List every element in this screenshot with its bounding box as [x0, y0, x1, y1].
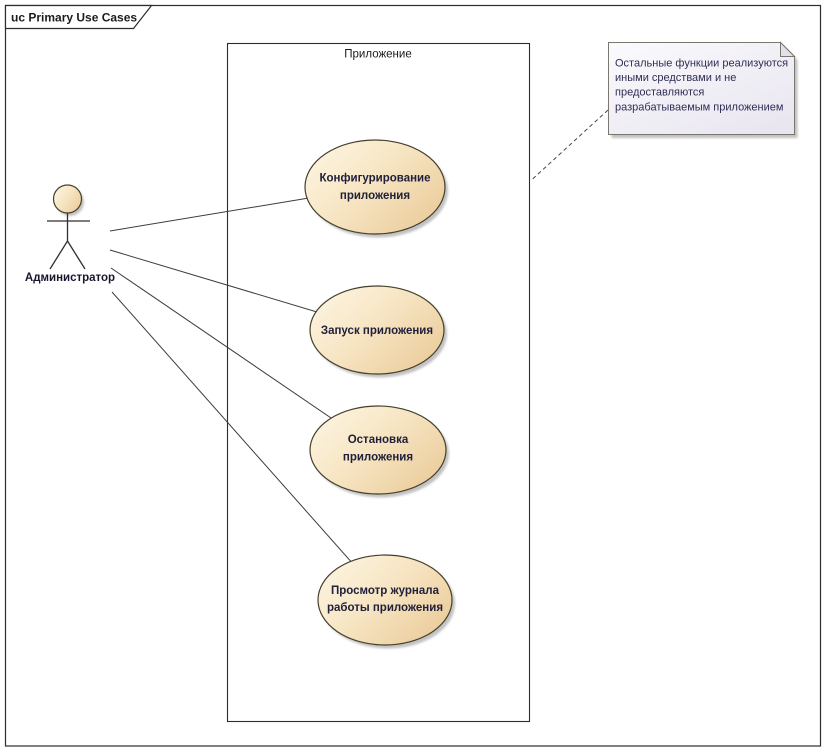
usecase-start-application[interactable]: Запуск приложения [309, 285, 447, 378]
note-shape[interactable] [608, 42, 795, 135]
actor-administrator[interactable]: Администратор [25, 184, 115, 284]
actor-head-icon[interactable] [52, 184, 83, 214]
note-link-connector[interactable] [531, 109, 609, 181]
frame-label: uc Primary Use Cases [11, 11, 137, 25]
actor-left-leg-icon [49, 240, 69, 270]
actor-label: Администратор [25, 272, 115, 284]
note-fold-corner-icon [780, 41, 796, 57]
usecase-ellipse[interactable] [309, 285, 445, 375]
usecase-ellipse[interactable] [317, 554, 453, 646]
usecase-label: Запуск приложения [321, 325, 433, 337]
usecase-ellipse[interactable] [309, 405, 447, 495]
actor-right-leg-icon [66, 240, 86, 270]
association-admin-view-log[interactable] [111, 291, 386, 601]
frame-label-tab [4, 4, 153, 30]
system-boundary-label: Приложение [344, 49, 411, 61]
usecase-ellipse[interactable] [304, 139, 446, 235]
